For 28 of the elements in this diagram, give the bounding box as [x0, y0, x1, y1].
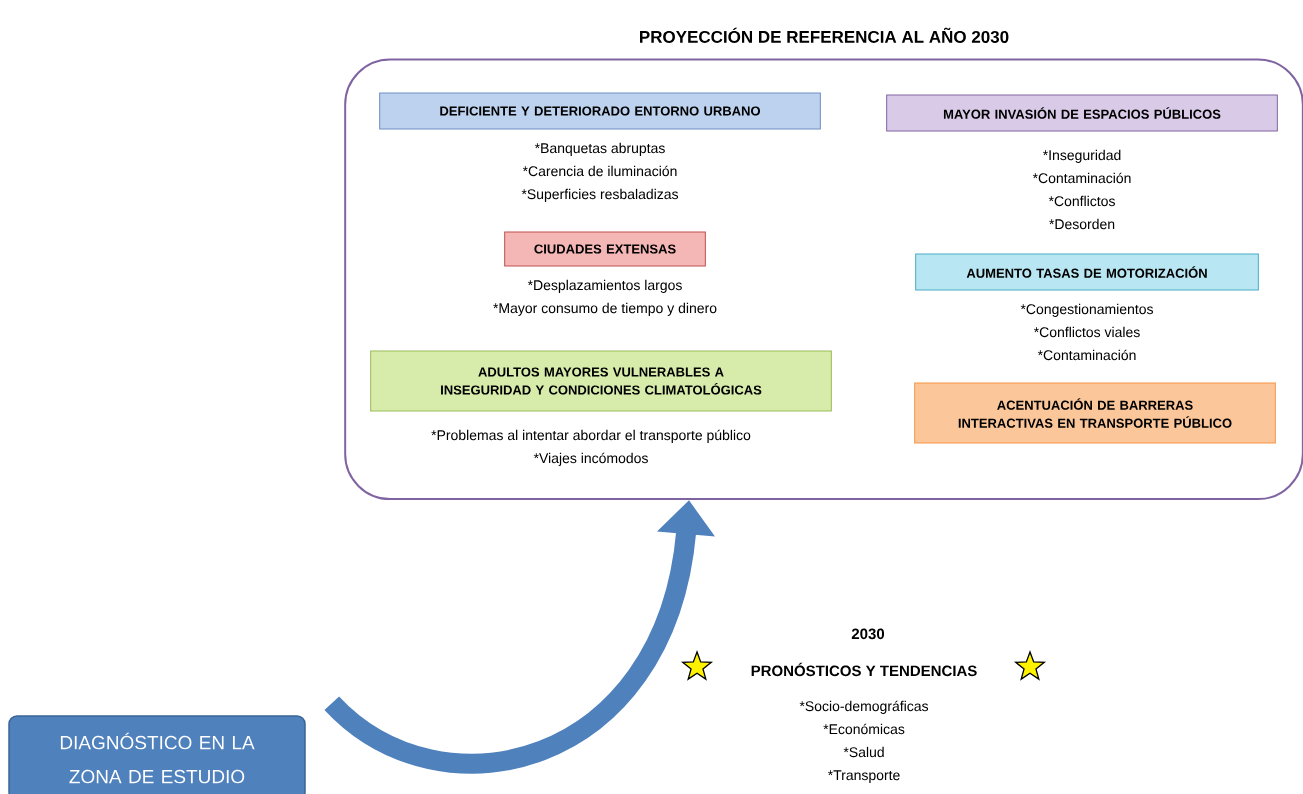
node-label: PROYECCIÓN DE REFERENCIA AL AÑO 2030 [640, 27, 1009, 43]
bullet-text: *Congestionamientos [1020, 303, 1153, 317]
heading-box: ADULTOS MAYORES VULNERABLES A INSEGURIDAD Y CONDICIONES CLIMATOLÓGICAS [370, 350, 832, 412]
bullet-text: *Transporte [827, 770, 900, 783]
heading-box: MAYOR INVASIÓN DE ESPACIOS PÚBLICOS [886, 94, 1278, 132]
bullet-text: *Desplazamientos largos [527, 279, 682, 293]
heading-box: ACENTUACIÓN DE BARRERAS INTERACTIVAS EN TRANSPORTE PÚBLICO [914, 382, 1276, 444]
bullet-text: *Contaminación [1037, 349, 1136, 361]
bullet-text: *Mayor consumo de tiempo y dinero [493, 302, 717, 316]
bullet-text: *Conflictos viales [1033, 326, 1140, 338]
bullet-text: *Desorden [1049, 218, 1115, 230]
bullet-text: *Económicas [823, 723, 905, 735]
bullet-text: *Problemas al intentar abordar el transporte público [431, 429, 751, 443]
heading-label: PRONÓSTICOS Y TENDENCIAS [751, 662, 977, 677]
bullet-text: *Contaminación [1032, 172, 1131, 184]
bullet-text: *Superficies resbaladizas [521, 188, 679, 202]
bullet-text: *Viajes incómodos [533, 452, 648, 466]
bullet-text: *Conflictos [1048, 195, 1115, 207]
heading-box: CIUDADES EXTENSAS [504, 231, 706, 267]
heading-box: DEFICIENTE Y DETERIORADO ENTORNO URBANO [379, 92, 821, 130]
bullet-text: *Inseguridad [1042, 149, 1121, 163]
bullet-text: *Socio-demográficas [799, 700, 929, 714]
heading-box: AUMENTO TASAS DE MOTORIZACIÓN [915, 253, 1259, 291]
bullet-text: *Banquetas abruptas [534, 142, 665, 156]
bullet-text: *Carencia de iluminación [522, 165, 677, 177]
year-label: 2030 [851, 628, 885, 640]
bullet-text: *Salud [843, 746, 884, 758]
process-box: DIAGNÓSTICO EN LA ZONA DE ESTUDIO [8, 715, 306, 794]
